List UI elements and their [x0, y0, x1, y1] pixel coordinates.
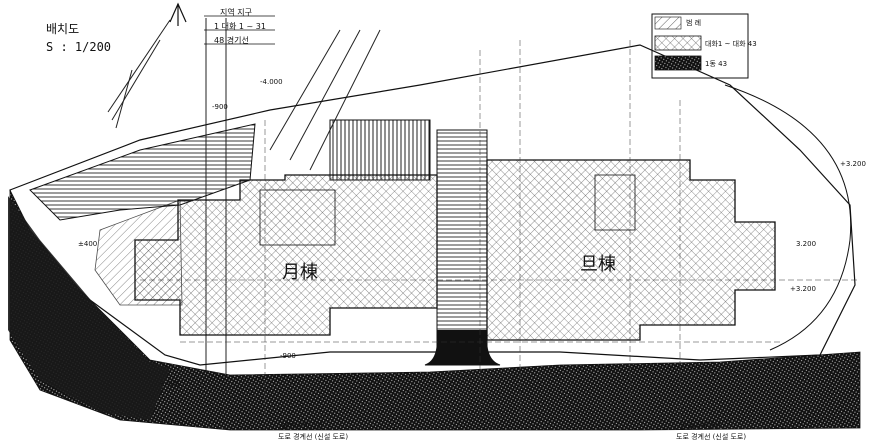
title-block-line1: 지역 지구 — [220, 8, 252, 17]
ramp-top — [329, 119, 431, 181]
grid-lines — [140, 40, 860, 420]
building-a-label: 月棟 — [282, 262, 318, 283]
bottom-note-left-1: 발코니 마감선 — [282, 422, 323, 430]
dimension-label: +3.200 — [790, 285, 816, 293]
title-block-line2: 1 대화 1 ~ 31 — [214, 22, 266, 31]
drawing-scale: S : 1/200 — [46, 40, 112, 54]
bottom-note-right-1: 발코니 마감선 — [680, 422, 721, 430]
bottom-note-left-2: 도로 경계선 (신설 도로) — [278, 433, 349, 441]
dimension-label: +3.200 — [840, 160, 866, 168]
dimension-label: -900 — [212, 103, 228, 111]
landscape-strip-left — [8, 196, 170, 420]
building-b-outline — [486, 159, 776, 341]
dimension-label: ±400 — [78, 240, 98, 248]
core-strip — [436, 129, 488, 363]
drive-curve — [724, 84, 852, 351]
building-b-core — [594, 174, 636, 231]
dimension-label: ±400 — [160, 380, 180, 388]
bottom-note-right-2: 도로 경계선 (신설 도로) — [676, 433, 747, 441]
building-b-label: 旦棟 — [580, 254, 616, 275]
title-block-line3: 48 경기선 — [214, 36, 249, 45]
parking-area-upper-left — [29, 123, 256, 221]
building-a-outline — [134, 174, 438, 336]
landscape-strip-bottom — [9, 189, 861, 431]
drawing-title: 배치도 — [46, 22, 80, 36]
legend-item-2: 1동 43 — [705, 60, 728, 68]
legend-item-1: 대화1 ~ 대화 43 — [705, 40, 757, 48]
legend-frame — [651, 13, 749, 79]
title-block-frame — [204, 15, 275, 45]
north-arrow-icon — [169, 2, 187, 26]
legend-header: 범 례 — [686, 19, 702, 27]
dimension-label: -4.000 — [260, 78, 283, 86]
site-boundary — [9, 44, 856, 366]
core-entrance — [424, 329, 501, 366]
dimension-label: -900 — [280, 352, 296, 360]
dimension-label: 3.200 — [796, 240, 817, 248]
building-a-core — [259, 189, 336, 246]
